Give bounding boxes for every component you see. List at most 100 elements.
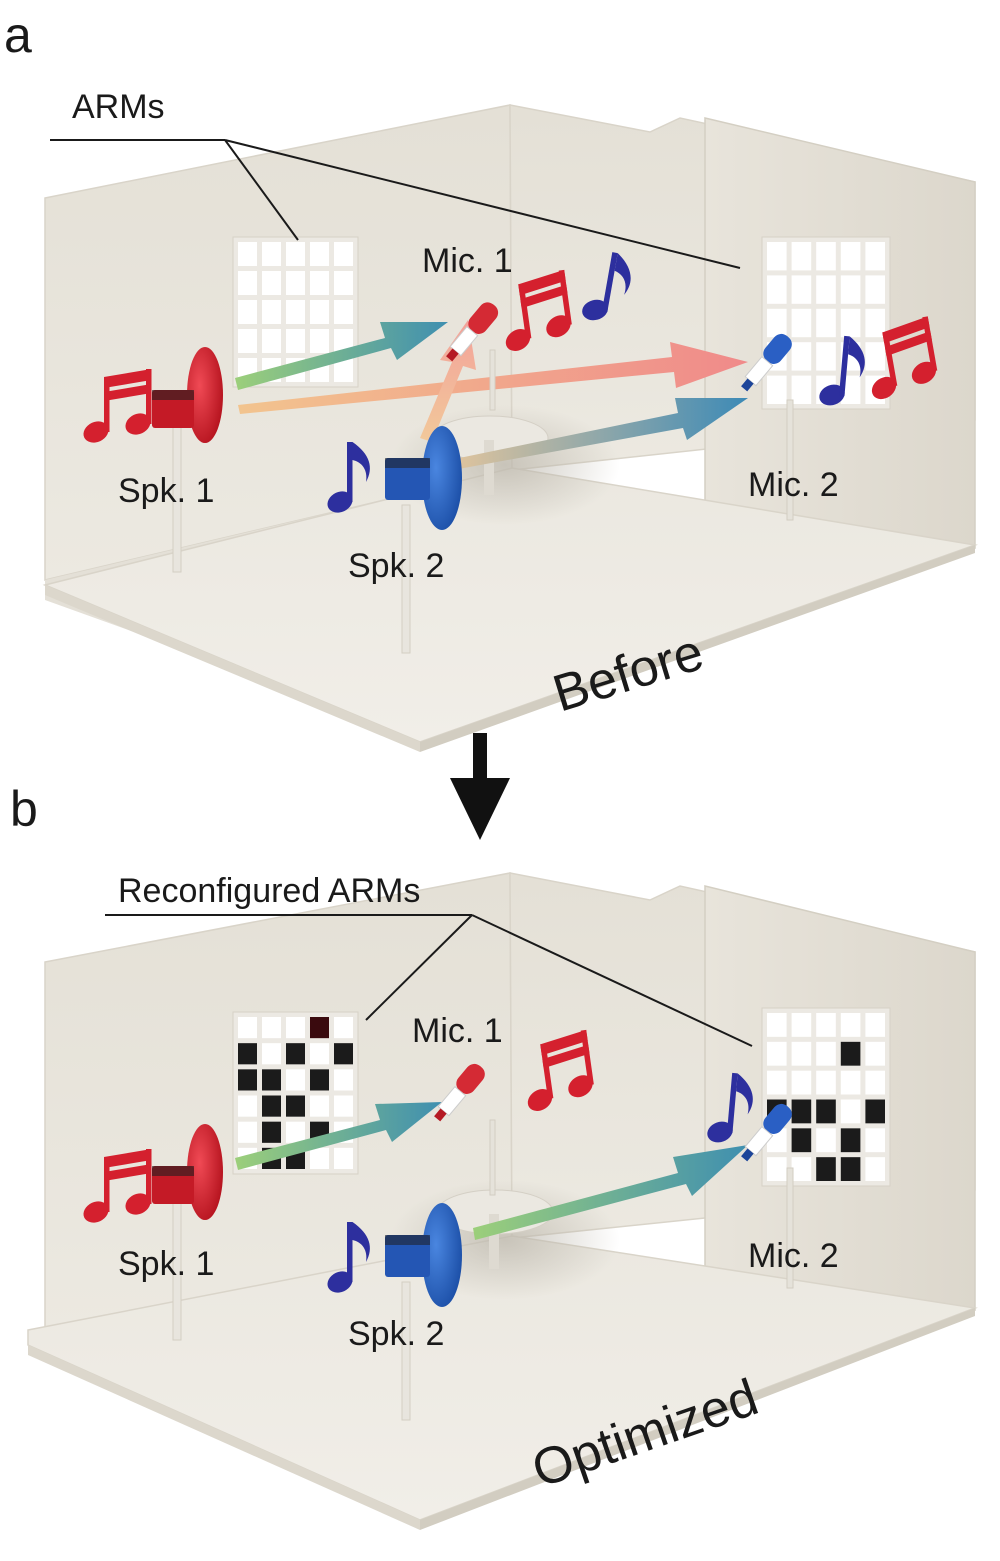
speaker-icon: [187, 347, 223, 443]
speaker-1: [152, 1124, 223, 1341]
arm-cell: [334, 1147, 353, 1169]
arm-cell: [791, 1041, 812, 1066]
arm-cell: [310, 242, 329, 266]
arm-cell: [334, 271, 353, 295]
spk2-label: Spk. 2: [348, 547, 444, 585]
arm-cell: [262, 329, 281, 353]
speaker-2: [385, 1203, 462, 1421]
arm-cell: [310, 1147, 329, 1169]
callout-label: ARMs: [72, 88, 165, 126]
mic1-label: Mic. 1: [412, 1012, 503, 1050]
spk2-label: Spk. 2: [348, 1315, 444, 1353]
arm-cell: [767, 1041, 787, 1066]
arm-cell: [334, 1017, 353, 1039]
arm-cell: [791, 1099, 812, 1124]
arm-cell: [816, 1013, 836, 1037]
arm-cell: [840, 1157, 861, 1181]
arm-cell: [865, 1099, 885, 1124]
arm-cell: [310, 1069, 329, 1091]
arm-cell: [262, 1121, 281, 1143]
microphone-1: [446, 302, 499, 411]
arm-cell: [816, 308, 836, 338]
arrow-spk1-mic1: [235, 1102, 442, 1170]
arm-cell: [816, 1070, 836, 1095]
arm-cell: [865, 342, 885, 371]
arm-cell: [865, 1157, 885, 1181]
arm-cell: [767, 242, 787, 271]
arm-cell: [238, 1121, 257, 1143]
arm-cell: [791, 308, 812, 338]
arm-cell: [262, 300, 281, 324]
arm-cell: [840, 375, 861, 404]
arm-cell: [238, 1043, 257, 1065]
mic1-label: Mic. 1: [422, 242, 513, 280]
arm-cell: [767, 375, 787, 404]
arm-cell: [865, 275, 885, 304]
arm-cell: [767, 308, 787, 338]
arm-cell: [865, 308, 885, 338]
arm-cell: [767, 1128, 787, 1153]
speaker-icon: [422, 1203, 462, 1307]
arm-cell: [334, 1069, 353, 1091]
microphone-icon: [434, 1063, 485, 1122]
microphone-icon: [446, 302, 499, 362]
speaker-icon: [422, 426, 462, 530]
arm-cell: [816, 1099, 836, 1124]
arm-cell: [840, 1041, 861, 1066]
arm-cell: [334, 300, 353, 324]
arm-cell: [262, 242, 281, 266]
speaker-1: [152, 347, 223, 573]
arm-cell: [262, 1017, 281, 1039]
arm-right-grid: [761, 1007, 891, 1187]
spk1-label: Spk. 1: [118, 1245, 214, 1283]
microphone-icon: [741, 333, 792, 392]
arm-cell: [238, 1017, 257, 1039]
arm-cell: [286, 329, 305, 353]
arm-cell: [840, 242, 861, 271]
arm-cell: [791, 1070, 812, 1095]
arm-cell: [334, 358, 353, 382]
arm-cell: [238, 1069, 257, 1091]
arm-cell: [791, 375, 812, 404]
arm-cell: [310, 1095, 329, 1117]
arm-cell: [840, 1013, 861, 1037]
arm-cell: [767, 275, 787, 304]
panel-letter: b: [10, 781, 38, 837]
arm-cell: [840, 1070, 861, 1095]
arm-cell: [791, 1013, 812, 1037]
arm-cell: [865, 1041, 885, 1066]
arm-cell: [767, 1157, 787, 1181]
microphone-2: [741, 333, 794, 521]
arm-cell: [816, 1041, 836, 1066]
arm-cell: [865, 1128, 885, 1153]
arm-cell: [310, 271, 329, 295]
arm-cell: [286, 1017, 305, 1039]
arm-cell: [286, 242, 305, 266]
speaker-icon: [187, 1124, 223, 1220]
arm-cell: [840, 308, 861, 338]
arm-cell: [791, 275, 812, 304]
arm-left-grid: [232, 1011, 359, 1175]
arrow-spk2-mic2: [473, 1145, 748, 1240]
arm-cell: [334, 242, 353, 266]
arm-cell: [816, 1157, 836, 1181]
microphone-icon: [741, 1103, 792, 1162]
arm-cell: [286, 1121, 305, 1143]
callout-label: Reconfigured ARMs: [118, 872, 420, 910]
arm-cell: [840, 275, 861, 304]
arm-cell: [262, 1095, 281, 1117]
arm-cell: [238, 300, 257, 324]
arm-cell: [865, 242, 885, 271]
arm-cell: [767, 1013, 787, 1037]
arm-cell: [865, 1013, 885, 1037]
arm-cell: [791, 242, 812, 271]
arm-cell: [262, 271, 281, 295]
panel-letter: a: [4, 7, 32, 63]
microphone-2: [741, 1103, 794, 1289]
arm-cell: [310, 1043, 329, 1065]
arm-cell: [334, 329, 353, 353]
callout-lines: [50, 139, 741, 269]
arm-cell: [310, 329, 329, 353]
arm-cell: [334, 1095, 353, 1117]
arrow-spk1-mic1: [235, 322, 448, 390]
